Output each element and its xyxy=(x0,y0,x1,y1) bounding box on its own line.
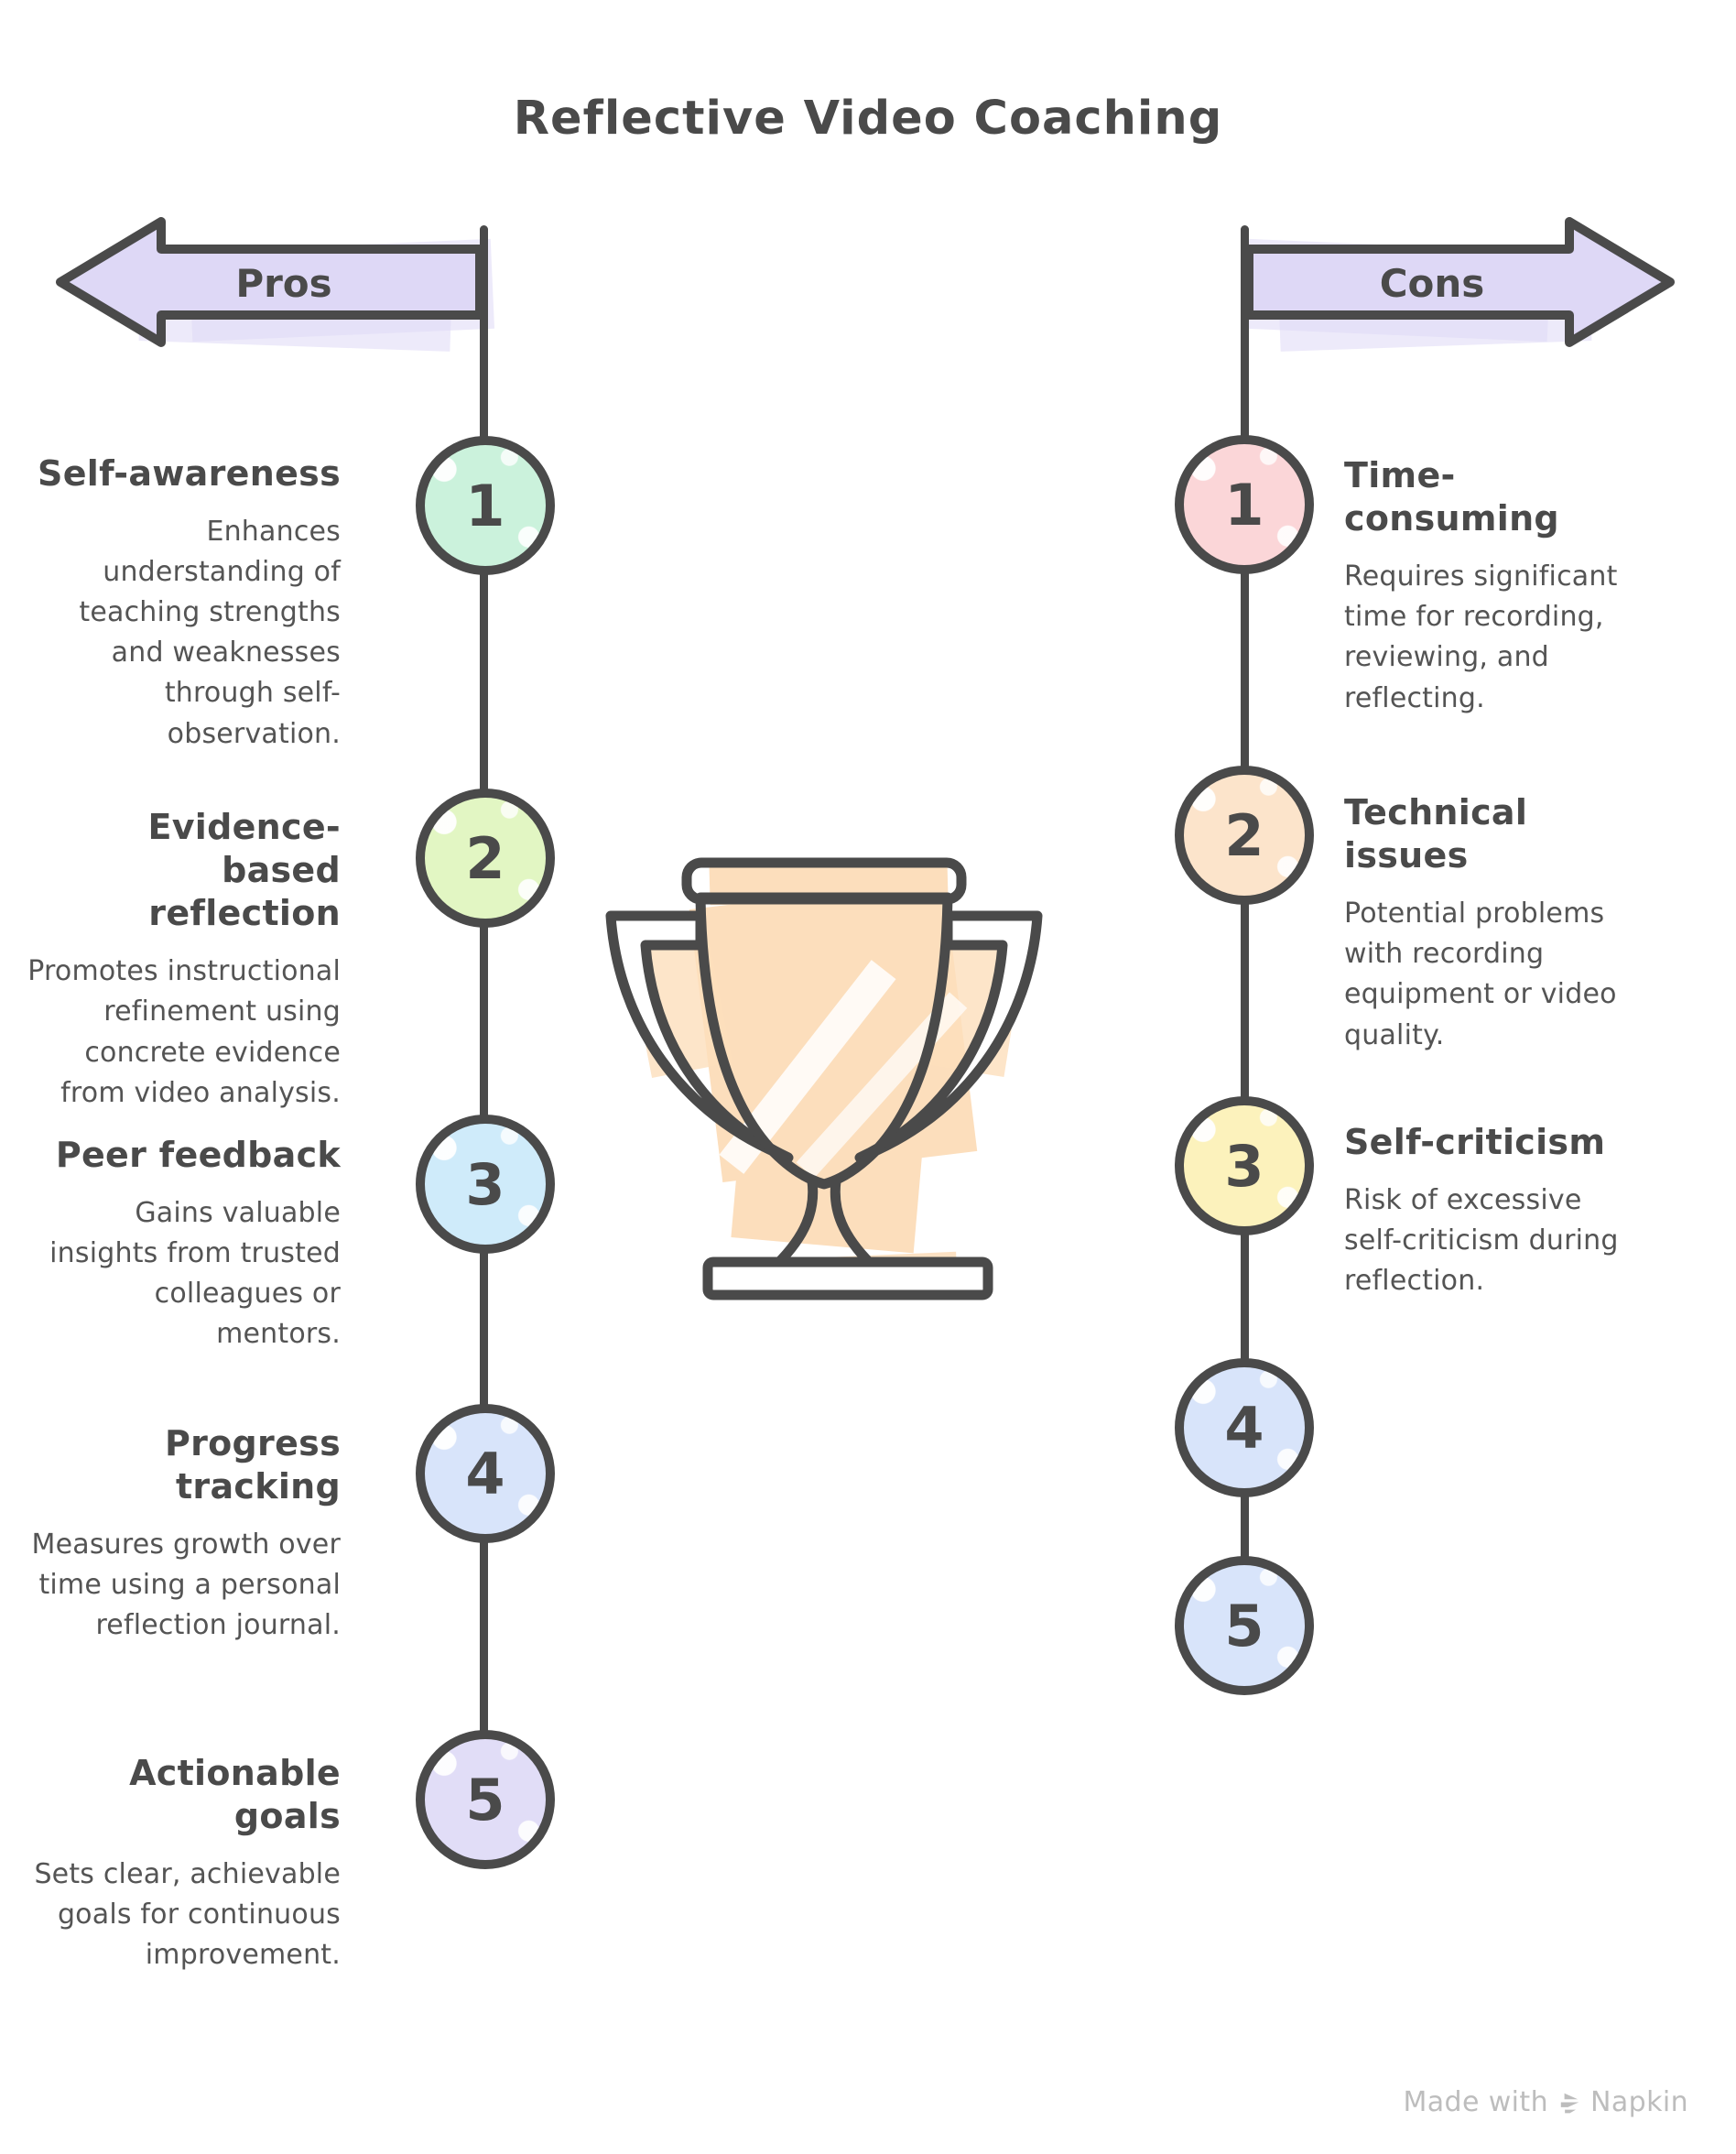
pros-item-5-body: Sets clear, achievable goals for continu… xyxy=(34,1858,341,1972)
cons-arrow: Cons xyxy=(1244,217,1675,352)
pros-step-circle-5: 5 xyxy=(416,1730,555,1869)
page-title: Reflective Video Coaching xyxy=(513,92,1223,146)
cons-arrow-label: Cons xyxy=(1380,261,1485,306)
footer-credit: Made with Napkin xyxy=(1403,2086,1688,2118)
trophy-right-handle xyxy=(854,910,1043,1163)
cons-step-circle-3: 3 xyxy=(1175,1096,1314,1235)
cons-arrow-shape xyxy=(1244,217,1675,347)
pros-item-1-body: Enhances understanding of teaching stren… xyxy=(79,516,341,750)
trophy-left-handle xyxy=(605,910,794,1163)
pros-item-3-heading: Peer feedback xyxy=(55,1135,341,1175)
cons-item-2: Technical issues Potential problems with… xyxy=(1344,791,1646,1056)
cons-timeline-line xyxy=(1241,225,1249,1626)
pros-timeline-line xyxy=(480,225,488,1800)
cons-item-1-body: Requires significant time for recording,… xyxy=(1344,560,1618,714)
pros-item-4-heading: Progress tracking xyxy=(164,1423,341,1507)
cons-item-3-body: Risk of excessive self-criticism during … xyxy=(1344,1184,1619,1298)
pros-step-circle-3: 3 xyxy=(416,1115,555,1254)
trophy-base xyxy=(702,1256,993,1300)
trophy-icon xyxy=(605,857,1043,1300)
pros-item-2-body: Promotes instructional refinement using … xyxy=(27,955,341,1109)
cons-item-2-heading: Technical issues xyxy=(1344,792,1528,876)
cons-item-1-heading: Time-consuming xyxy=(1344,455,1559,539)
napkin-logo-icon xyxy=(1560,2093,1579,2113)
pros-item-5: Actionable goals Sets clear, achievable … xyxy=(25,1752,341,1976)
pros-item-5-heading: Actionable goals xyxy=(129,1753,341,1837)
cons-step-circle-5: 5 xyxy=(1175,1556,1314,1695)
pros-arrow-label: Pros xyxy=(235,261,331,306)
pros-step-circle-1: 1 xyxy=(416,436,555,575)
pros-arrow: Pros xyxy=(56,217,495,352)
pros-item-4-body: Measures growth over time using a person… xyxy=(31,1528,341,1642)
pros-item-1: Self-awareness Enhances understanding of… xyxy=(25,452,341,755)
pros-item-3: Peer feedback Gains valuable insights fr… xyxy=(25,1134,341,1354)
pros-item-2-heading: Evidence-based reflection xyxy=(147,807,341,934)
pros-step-circle-4: 4 xyxy=(416,1404,555,1543)
cons-step-circle-4: 4 xyxy=(1175,1358,1314,1497)
cons-item-2-body: Potential problems with recording equipm… xyxy=(1344,898,1617,1051)
pros-step-circle-2: 2 xyxy=(416,789,555,928)
pros-item-3-body: Gains valuable insights from trusted col… xyxy=(49,1197,341,1351)
cons-step-circle-1: 1 xyxy=(1175,435,1314,574)
trophy-rim xyxy=(681,857,967,905)
footer-made-with-text: Made with xyxy=(1403,2086,1548,2118)
pros-item-4: Progress tracking Measures growth over t… xyxy=(25,1422,341,1647)
cons-item-1: Time-consuming Requires significant time… xyxy=(1344,454,1646,719)
footer-brand-text: Napkin xyxy=(1590,2086,1688,2118)
cons-item-3-heading: Self-criticism xyxy=(1344,1122,1606,1162)
pros-item-2: Evidence-based reflection Promotes instr… xyxy=(25,806,341,1114)
cons-item-3: Self-criticism Risk of excessive self-cr… xyxy=(1344,1121,1646,1301)
cons-step-circle-2: 2 xyxy=(1175,766,1314,905)
pros-item-1-heading: Self-awareness xyxy=(38,453,341,494)
trophy-cup xyxy=(695,892,953,1190)
